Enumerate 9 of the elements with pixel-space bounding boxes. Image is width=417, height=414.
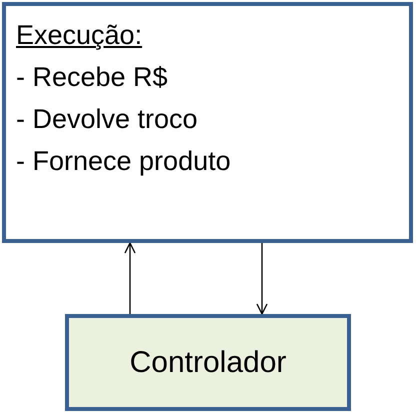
arrow xyxy=(256,243,268,315)
list-item: - Fornece produto xyxy=(16,145,232,178)
node-label: Controlador xyxy=(130,344,286,380)
process-box xyxy=(2,2,413,243)
list-item: - Recebe R$ xyxy=(16,61,169,94)
process-box xyxy=(65,314,351,411)
list-item: - Devolve troco xyxy=(16,103,199,136)
arrow xyxy=(124,242,136,314)
heading: Execução: xyxy=(16,19,144,52)
